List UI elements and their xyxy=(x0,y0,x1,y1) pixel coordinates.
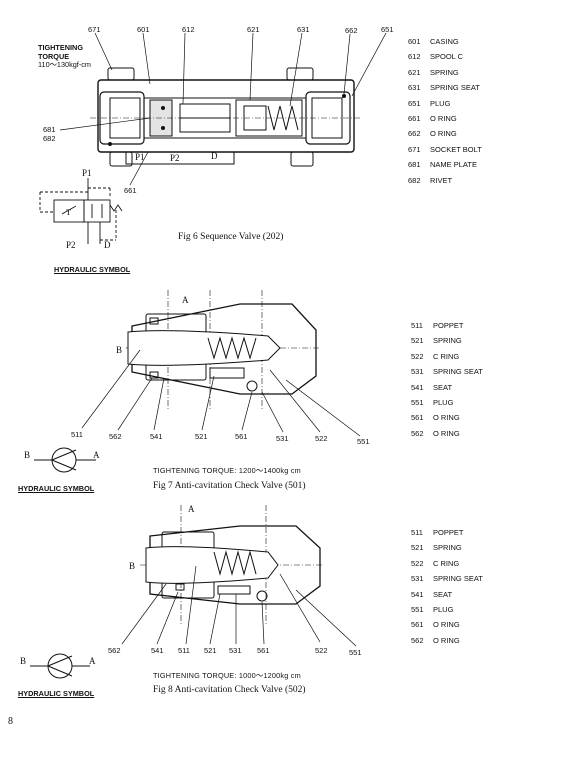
fig8-callout-521: 521 xyxy=(204,646,217,655)
fig6-torque-value: 110～130kgf-cm xyxy=(38,60,91,70)
fig6-callout-682: 682 xyxy=(43,134,56,143)
fig7-hydraulic-symbol-label: HYDRAULIC SYMBOL xyxy=(18,484,95,493)
fig6-torque-heading2: TORQUE xyxy=(38,51,70,61)
fig6-torque-note: TIGHTENING TORQUE 110～130kgf-cm xyxy=(38,43,91,70)
fig6-callout-662: 662 xyxy=(345,26,358,35)
fig7-caption: Fig 7 Anti-cavitation Check Valve (501) xyxy=(153,481,306,491)
fig8-callout-551: 551 xyxy=(349,648,362,657)
fig7-symbol-a: A xyxy=(93,450,100,460)
fig7-port-a: A xyxy=(182,295,189,305)
fig7-port-b: B xyxy=(116,345,123,355)
fig8-callout-511: 511 xyxy=(178,646,190,655)
fig7-callout-551: 551 xyxy=(357,437,370,446)
fig6-caption: Fig 6 Sequence Valve (202) xyxy=(178,232,284,242)
fig7-callout-521: 521 xyxy=(195,432,208,441)
fig8-callout-561: 561 xyxy=(257,646,270,655)
fig6-callout-651: 651 xyxy=(381,25,394,34)
fig6-port-p1: P1 xyxy=(135,152,145,162)
fig8-torque: TIGHTENING TORQUE: 1000～1200kg cm xyxy=(153,671,301,680)
fig6-symbol-d: D xyxy=(104,240,111,250)
fig8-callout-562: 562 xyxy=(108,646,121,655)
fig6-torque-heading: TIGHTENING xyxy=(38,43,83,52)
fig6-callout-681: 681 xyxy=(43,125,56,134)
fig7-torque: TIGHTENING TORQUE: 1200～1400kg cm xyxy=(153,466,301,475)
fig8-callout-541: 541 xyxy=(151,646,164,655)
fig8-symbol-b: B xyxy=(20,656,27,666)
fig8-port-a: A xyxy=(188,504,195,514)
fig6-callout-601: 601 xyxy=(137,25,150,34)
fig6-symbol-t: T xyxy=(66,208,71,217)
fig8-hydraulic-symbol-label: HYDRAULIC SYMBOL xyxy=(18,689,95,698)
fig8-callout-531: 531 xyxy=(229,646,242,655)
fig8-caption: Fig 8 Anti-cavitation Check Valve (502) xyxy=(153,685,306,695)
fig6-hydraulic-symbol-label: HYDRAULIC SYMBOL xyxy=(54,265,131,274)
fig7-callout-541: 541 xyxy=(150,432,163,441)
fig6-callout-661: 661 xyxy=(124,186,137,195)
fig7-symbol-b: B xyxy=(24,450,31,460)
fig8-port-b: B xyxy=(129,561,136,571)
fig6-port-p2: P2 xyxy=(170,153,180,163)
fig6-callout-612: 612 xyxy=(182,25,195,34)
fig6-symbol-p1: P1 xyxy=(82,168,92,178)
fig7-callout-562: 562 xyxy=(109,432,122,441)
fig6-callout-671: 671 xyxy=(88,25,101,34)
fig7-callout-522: 522 xyxy=(315,434,328,443)
fig8-callout-522: 522 xyxy=(315,646,328,655)
fig6-callout-631: 631 xyxy=(297,25,310,34)
page-number: 8 xyxy=(8,716,13,727)
fig6-port-d: D xyxy=(211,151,218,161)
fig7-callout-531: 531 xyxy=(276,434,289,443)
fig8-symbol-a: A xyxy=(89,656,96,666)
fig6-symbol-p2: P2 xyxy=(66,240,76,250)
fig6-callout-621: 621 xyxy=(247,25,260,34)
fig7-callout-511: 511 xyxy=(71,430,83,439)
fig7-callout-561: 561 xyxy=(235,432,248,441)
